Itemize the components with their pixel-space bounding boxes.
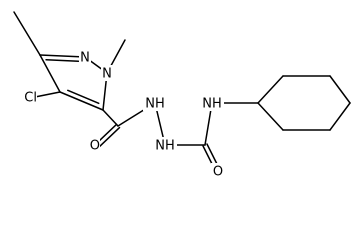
- label-mask-nh-hydrazide-2: [153, 137, 177, 153]
- atom-label-n-ring-1: N: [102, 67, 112, 82]
- bond-c4-cl: [34, 91, 61, 98]
- bond-h4-h5: [329, 102, 351, 131]
- label-mask-nh-amide: [200, 95, 224, 111]
- bond-c4-c3: [39, 54, 61, 93]
- molecule-structure: NN ClO O NH NH NH: [13, 11, 351, 180]
- label-mask-cl: [17, 89, 37, 105]
- bond-c5-c4-b: [67, 89, 100, 105]
- bond-c3-n2-b: [45, 59, 80, 62]
- label-mask-n-ring-2: [79, 49, 91, 65]
- atom-label-n-ring-2: N: [80, 51, 90, 66]
- label-mask-n-ring-1: [101, 65, 113, 81]
- bond-c5-c_carbonyl1: [102, 109, 119, 127]
- bond-c3-c_methyl_top: [13, 11, 41, 56]
- atom-label-nh-amide: NH: [202, 97, 222, 112]
- bond-c_hex1-h2: [257, 75, 284, 104]
- atom-label-layer: NN ClO O NH NH NH: [24, 51, 223, 180]
- bond-c_carbonyl1-o1-b: [98, 126, 121, 148]
- bond-h6-c_hex1: [257, 102, 284, 131]
- label-mask-layer: [17, 49, 225, 179]
- label-mask-nh-hydrazide-1: [143, 95, 167, 111]
- atom-label-o-carbonyl-1: O: [90, 139, 100, 154]
- bond-layer: [13, 11, 351, 173]
- bond-h3-h4: [329, 75, 351, 104]
- atom-label-cl: Cl: [24, 91, 37, 106]
- atom-label-nh-hydrazide-2: NH: [155, 139, 175, 154]
- atom-label-o-carbonyl-2: O: [213, 165, 223, 180]
- label-mask-o-carbonyl-2: [211, 163, 225, 179]
- bond-c3-n2-a: [39, 54, 86, 58]
- bond-c5-c4-a: [59, 91, 104, 111]
- label-mask-o-carbonyl-1: [86, 137, 100, 153]
- atom-label-nh-hydrazide-1: NH: [145, 97, 165, 112]
